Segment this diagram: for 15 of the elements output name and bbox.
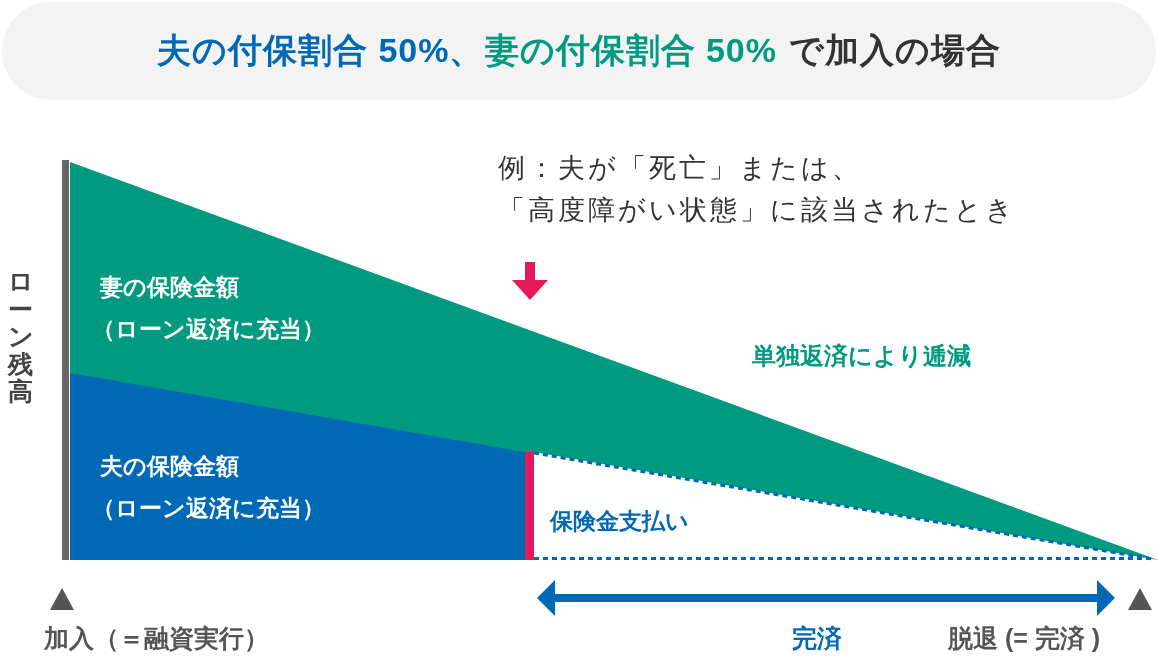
area-label: 夫の保険金額	[100, 452, 239, 481]
area-label: 妻の保険金額	[100, 273, 239, 302]
title-text: 夫の付保割合 50%、	[157, 30, 485, 71]
annotation-text: 「高度障がい状態」に該当されたとき	[498, 194, 1016, 227]
area-label: （ローン返済に充当）	[92, 315, 325, 344]
annotation-text: 例：夫が「死亡」または、	[498, 152, 862, 185]
area-caption: 単独返済により逓減	[752, 341, 971, 371]
timeline-label: 完済	[792, 623, 842, 654]
area-label: 保険金支払い	[550, 507, 689, 536]
timeline-label: 脱退 (= 完済 )	[948, 623, 1101, 654]
area-label: （ローン返済に充当）	[92, 494, 325, 523]
title-text: 妻の付保割合 50%	[484, 30, 777, 71]
timeline-label: 加入（＝融資実行）	[44, 623, 269, 654]
title-text: で加入の場合	[789, 30, 1001, 71]
axis-label: ローン残高	[8, 268, 33, 406]
